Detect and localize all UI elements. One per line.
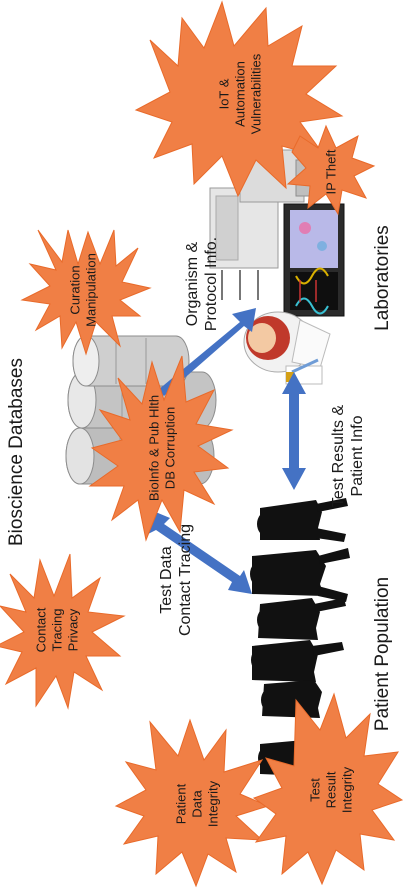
iot-vulnerabilities-line-3: Vulnerabilities (249, 53, 264, 134)
iot-vulnerabilities-line-1: IoT & (217, 78, 232, 109)
curation-manipulation-label: CurationManipulation (68, 253, 99, 327)
test-result-integrity-line-1: Test (308, 778, 323, 802)
contact-tracing-privacy-line-3: Privacy (66, 608, 81, 651)
bioscience-databases-label: Bioscience Databases (6, 358, 27, 546)
patient-data-integrity-line-1: Patient (174, 783, 189, 824)
organism-protocol-label: Organism &Protocol Info. (184, 237, 220, 331)
test-result-integrity-line-3: Integrity (340, 766, 355, 813)
test-data-contact-tracing-line-2: Contact Tracing (177, 524, 194, 636)
patient-population-label: Patient Population (372, 577, 393, 731)
ip-theft-line-1: IP Theft (324, 149, 339, 194)
curation-manipulation-burst: CurationManipulation (20, 229, 152, 356)
test-results-line-1: Test Results & (330, 405, 347, 508)
ip-theft-label: IP Theft (324, 149, 339, 194)
lab-technician-icon (243, 311, 331, 385)
patient-data-integrity-burst: PatientDataIntegrity (114, 718, 270, 888)
curation-manipulation-line-1: Curation (68, 265, 83, 314)
bioinfo-db-corruption-label: BioInfo & Pub HlthDB Corruption (147, 395, 178, 501)
bioinfo-db-corruption-line-2: DB Corruption (163, 407, 178, 489)
contact-tracing-privacy-burst: ContactTracingPrivacy (0, 553, 126, 710)
bioinfo-db-corruption-burst: BioInfo & Pub HlthDB Corruption (88, 355, 234, 542)
patient-data-integrity-line-2: Data (190, 790, 205, 818)
test-data-contact-tracing-line-1: Test Data (158, 546, 175, 614)
laboratories-label: Laboratories (372, 225, 393, 331)
test-results-label: Test Results &Patient Info (330, 405, 366, 508)
test-data-arrow (146, 508, 252, 594)
patient-data-integrity-label: PatientDataIntegrity (174, 780, 221, 827)
test-result-integrity-label: TestResultIntegrity (308, 766, 355, 813)
bioinfo-db-corruption-line-1: BioInfo & Pub Hlth (147, 395, 162, 501)
patient-data-integrity-line-3: Integrity (206, 780, 221, 827)
iot-vulnerabilities-line-2: Automation (233, 61, 248, 127)
contact-tracing-privacy-label: ContactTracingPrivacy (34, 607, 81, 652)
ip-theft-burst: IP Theft (286, 124, 376, 216)
test-results-line-2: Patient Info (349, 415, 366, 496)
organism-protocol-line-1: Organism & (184, 241, 201, 326)
curation-manipulation-line-2: Manipulation (84, 253, 99, 327)
iot-vulnerabilities-label: IoT &AutomationVulnerabilities (217, 53, 264, 134)
test-result-integrity-burst: TestResultIntegrity (252, 692, 404, 886)
contact-tracing-privacy-line-1: Contact (34, 607, 49, 652)
test-results-arrow (282, 372, 306, 490)
contact-tracing-privacy-line-2: Tracing (50, 609, 65, 652)
iot-vulnerabilities-burst: IoT &AutomationVulnerabilities (134, 0, 344, 198)
test-result-integrity-line-2: Result (324, 771, 339, 808)
organism-protocol-line-2: Protocol Info. (203, 237, 220, 331)
